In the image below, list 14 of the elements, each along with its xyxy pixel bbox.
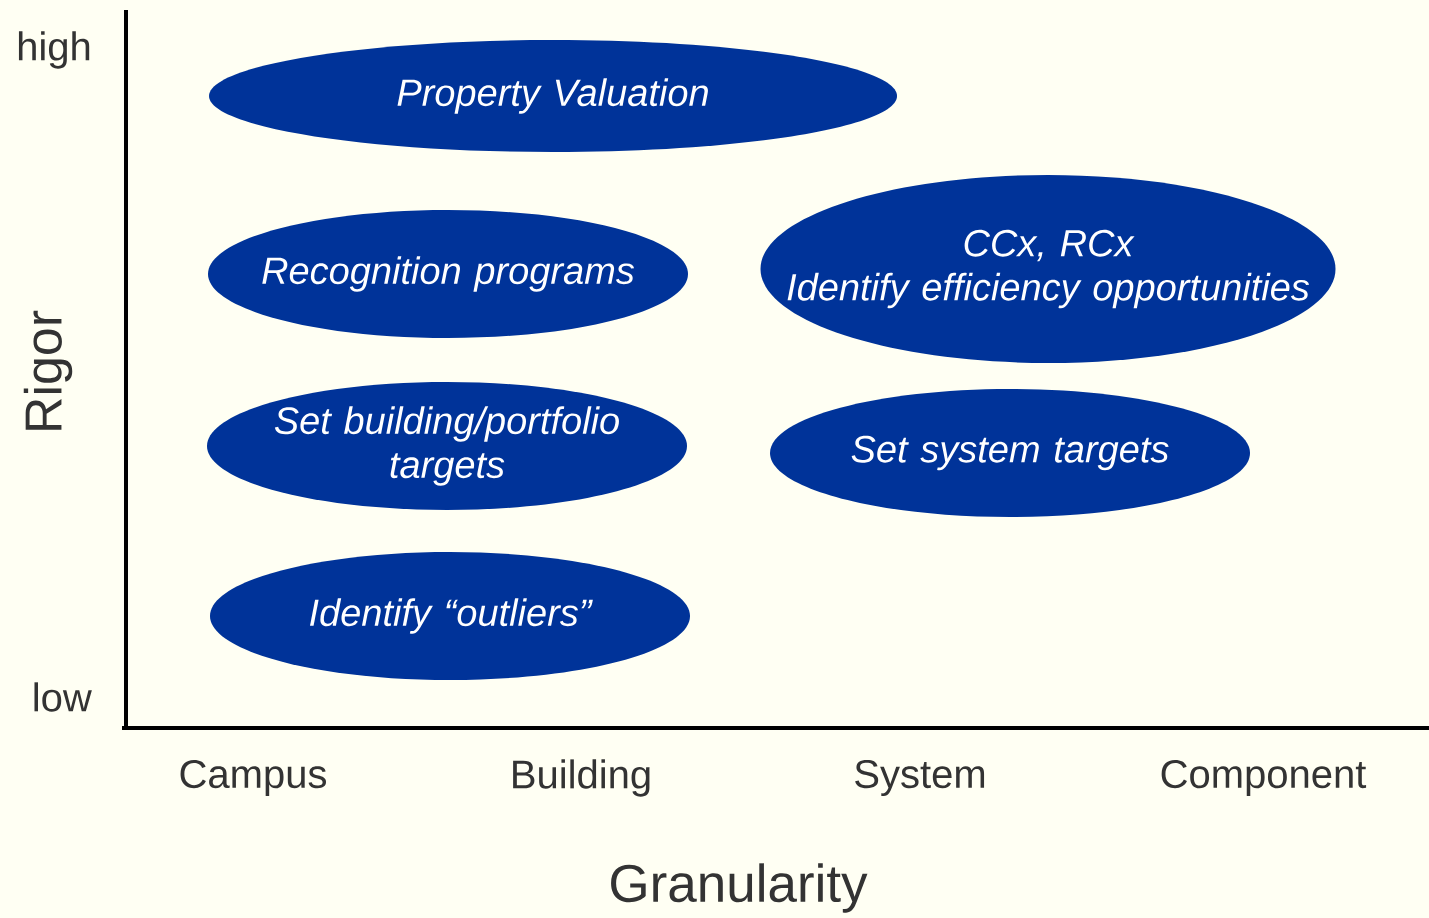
ellipse-box: Property Valuation [209,40,897,152]
tick-label: Building [513,759,650,797]
ellipse-box: CCx, RCx Identify efficiency opportunities [760,175,1336,363]
ellipse-box: Set system targets [770,389,1250,517]
axis-title: Granularity [611,863,868,913]
ellipse-box: Recognition programs [208,210,688,338]
tick-label: low [34,682,92,712]
ellipse-box: Set building/portfolio targets [207,382,687,510]
tick-label: System [855,759,985,797]
tick-label: high [18,31,90,69]
axis-title: Rigor [23,310,73,430]
tick-label: Component [1161,759,1367,797]
ellipse-box: Identify “outliers” [210,552,690,680]
tick-label: Campus [180,759,326,797]
